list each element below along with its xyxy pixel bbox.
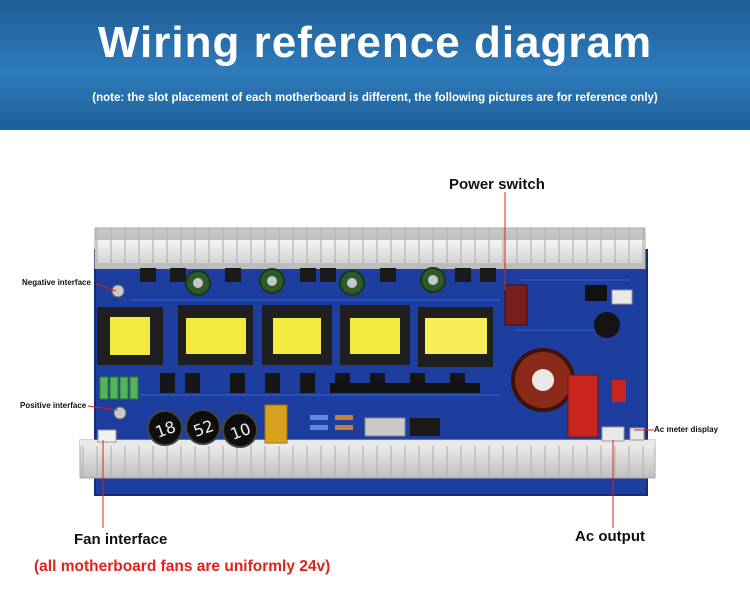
power-switch-block [504, 284, 528, 326]
ic-chip [585, 285, 607, 301]
small-capacitor [612, 380, 626, 402]
output-terminal [611, 289, 633, 305]
meter-connector [629, 427, 645, 441]
fuse-block [99, 376, 139, 400]
leader-lines [87, 192, 654, 528]
label-positive-interface: Positive interface [20, 401, 87, 410]
film-capacitor [264, 404, 288, 444]
capacitors-bottom: 18 52 10 [147, 409, 258, 448]
label-fan-interface: Fan interface [74, 531, 168, 548]
fan-connector [97, 429, 117, 443]
label-ac-output: Ac output [575, 528, 645, 545]
mosfet-row-top [140, 268, 496, 282]
transformers [97, 305, 493, 367]
capacitors-top [185, 267, 446, 296]
header-banner: Wiring reference diagram (note: the slot… [0, 0, 750, 130]
page-title: Wiring reference diagram [97, 18, 653, 67]
ac-output-terminal [601, 426, 625, 442]
label-ac-meter-display: Ac meter display [654, 425, 719, 434]
reference-note: (note: the slot placement of each mother… [92, 92, 658, 104]
label-power-switch: Power switch [449, 176, 545, 193]
fan-voltage-note: (all motherboard fans are uniformly 24v) [34, 558, 331, 575]
negative-terminal [111, 284, 125, 298]
pin-header [330, 383, 480, 393]
label-negative-interface: Negative interface [22, 278, 91, 287]
pcb-traces [130, 279, 630, 396]
red-capacitor [567, 374, 599, 438]
buzzer [594, 312, 620, 338]
top-heatsink [94, 227, 646, 269]
resistors [310, 415, 440, 437]
positive-terminal [113, 406, 127, 420]
